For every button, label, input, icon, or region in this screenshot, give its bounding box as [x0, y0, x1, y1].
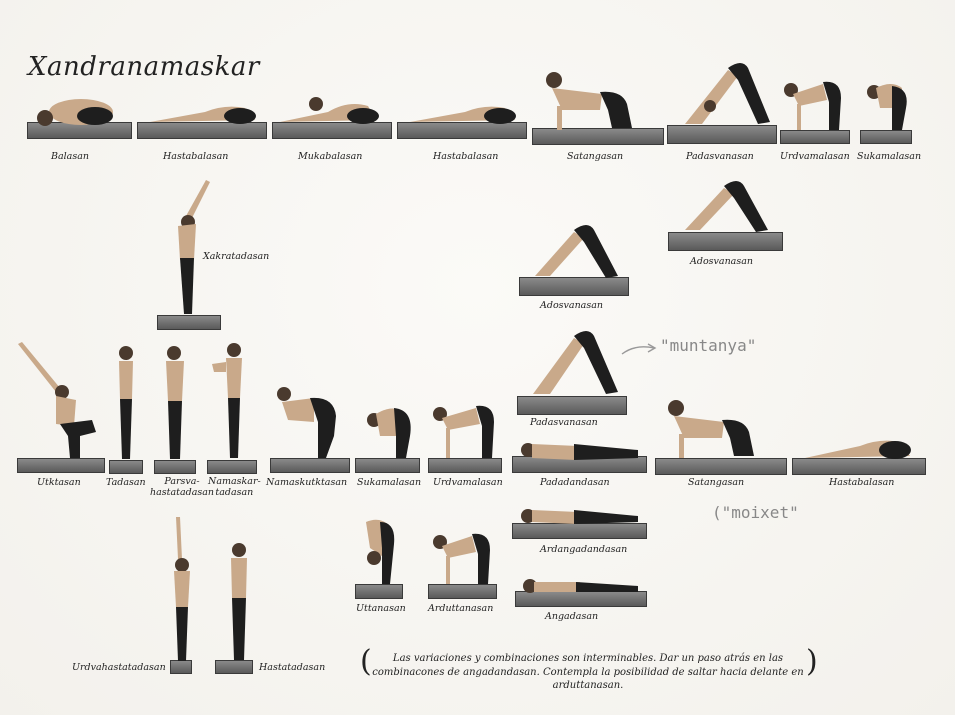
mat: [157, 315, 221, 330]
label-padadandasan: Padadandasan: [540, 477, 610, 488]
sukamalasan-figure: [862, 78, 910, 132]
arrow-icon: [620, 340, 660, 360]
adosvanasan-figure-2: [530, 222, 625, 280]
label-hastatadasan: Hastatadasan: [259, 662, 325, 673]
label-hastabalasan-3: Hastabalasan: [829, 477, 894, 488]
label-uttanasan: Uttanasan: [356, 603, 406, 614]
padasvanasan-figure-2: [528, 326, 623, 398]
label-namaskar-line: Namaskar- tadasan: [208, 476, 261, 498]
label-sukamalasan-2: Sukamalasan: [357, 477, 421, 488]
mat: [428, 584, 497, 599]
padadandasan-figure: [518, 440, 642, 462]
mat: [517, 396, 627, 415]
arduttanasan-figure: [432, 530, 494, 586]
mat: [355, 584, 403, 599]
hastabalasan-figure: [145, 98, 265, 126]
utktasan-figure: [16, 340, 98, 460]
urdvamalasan-figure-2: [432, 400, 498, 460]
label-sukamalasan: Sukamalasan: [857, 151, 921, 162]
label-xakratadasan: Xakratadasan: [203, 251, 269, 262]
mat: [215, 660, 253, 674]
label-hastabalasan-2: Hastabalasan: [433, 151, 498, 162]
mat: [270, 458, 350, 473]
mat: [355, 458, 420, 473]
hastatadasan-figure: [226, 542, 252, 662]
label-satangasan: Satangasan: [567, 151, 623, 162]
annotation-moixet: ("moixet": [712, 503, 799, 522]
note-close-paren: ): [806, 644, 818, 679]
namaskar-tadasan-figure: [212, 342, 252, 460]
ardangadandasan-figure: [518, 506, 642, 526]
mukabalasan-figure: [278, 96, 388, 126]
annotation-muntanya: "muntanya": [660, 336, 756, 355]
label-balasan: Balasan: [51, 151, 89, 162]
adosvanasan-figure: [680, 178, 775, 234]
sukamalasan-figure-2: [362, 402, 416, 460]
urdvahastatadasan-figure: [168, 515, 198, 663]
label-parsva-hastatadasan: Parsva- hastatadasan: [150, 477, 214, 499]
tadasan-figure: [114, 345, 138, 461]
namaskutktasan-figure: [274, 382, 346, 460]
label-urdvahastatadasan: Urdvahastatadasan: [72, 662, 166, 673]
satangasan-figure-2: [664, 398, 774, 460]
annotation-moixet-bracket: (: [712, 503, 722, 522]
label-adosvanasan-center: Adosvanasan: [540, 300, 603, 311]
mat: [428, 458, 502, 473]
annotation-moixet-text: "moixet": [722, 503, 799, 522]
label-padasvanasan-mid: Padasvanasan: [530, 417, 598, 428]
uttanasan-figure: [360, 518, 398, 586]
label-namaskutktasan: Namaskutktasan: [266, 477, 347, 488]
hastabalasan-figure-3: [800, 432, 920, 462]
parsva-hastatadasan-figure: [160, 345, 190, 461]
urdvamalasan-figure: [783, 78, 845, 132]
mat: [860, 130, 912, 144]
label-utktasan: Utktasan: [37, 477, 81, 488]
label-parsva-line: Parsva- hastatadasan: [150, 476, 214, 498]
label-satangasan-2: Satangasan: [688, 477, 744, 488]
mat: [655, 458, 787, 475]
mat: [109, 460, 143, 474]
angadasan-figure: [520, 576, 642, 594]
footer-note: Las variaciones y combinaciones son inte…: [368, 652, 808, 693]
label-namaskar-tadasan: Namaskar- tadasan: [208, 477, 261, 499]
xakratadasan-figure: [168, 178, 218, 316]
label-hastabalasan: Hastabalasan: [163, 151, 228, 162]
label-arduttanasan: Arduttanasan: [428, 603, 493, 614]
label-urdvamalasan-2: Urdvamalasan: [433, 477, 503, 488]
label-padasvanasan: Padasvanasan: [686, 151, 754, 162]
balasan-figure: [35, 94, 115, 126]
mat: [780, 130, 850, 144]
padasvanasan-figure: [680, 58, 775, 130]
label-angadasan: Angadasan: [545, 611, 598, 622]
satangasan-figure: [542, 70, 652, 132]
hastabalasan-figure: [405, 98, 525, 126]
label-adosvanasan-right: Adosvanasan: [690, 256, 753, 267]
mat: [668, 232, 783, 251]
label-urdvamalasan: Urdvamalasan: [780, 151, 850, 162]
label-tadasan: Tadasan: [106, 477, 146, 488]
mat: [154, 460, 196, 474]
label-ardangadandasan: Ardangadandasan: [540, 544, 627, 555]
page-title: Xandranamaskar: [28, 52, 260, 82]
label-mukabalasan: Mukabalasan: [298, 151, 362, 162]
mat: [17, 458, 105, 473]
mat: [207, 460, 257, 474]
